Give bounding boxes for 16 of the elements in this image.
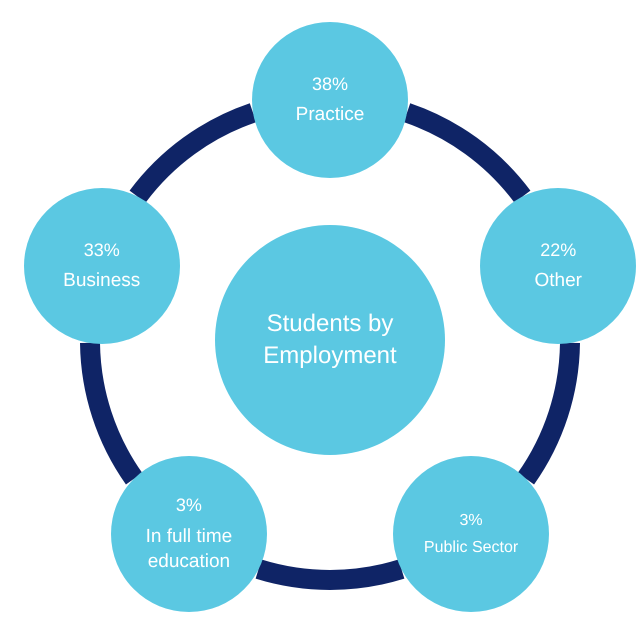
ring-connector	[403, 103, 530, 204]
node-label: Public Sector	[424, 538, 518, 558]
ring-connector	[256, 559, 404, 590]
percentage-text: 3%	[460, 510, 483, 531]
node-label: In full time education	[144, 524, 234, 574]
node-label: Students by Employment	[262, 308, 398, 371]
ring-connector	[80, 342, 143, 484]
percentage-text: 33%	[84, 238, 120, 262]
percentage-text: 22%	[540, 238, 576, 262]
node-label: Practice	[296, 103, 364, 128]
percentage-text: 38%	[312, 73, 348, 96]
ring-connector	[130, 103, 257, 204]
percentage-text: 3%	[176, 494, 202, 518]
ring-connector	[517, 342, 580, 484]
node-label: Business	[63, 269, 140, 294]
node-label: Other	[534, 269, 582, 294]
